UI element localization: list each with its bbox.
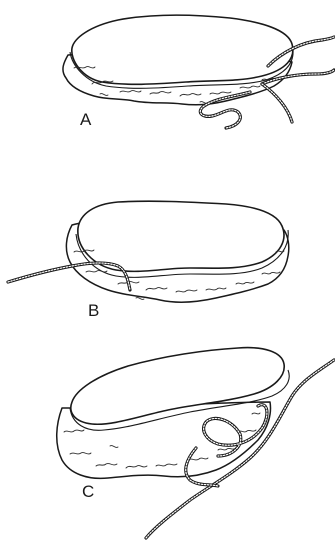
panel-a-label: A — [80, 110, 92, 129]
panel-c: C — [57, 348, 334, 538]
panel-b-graft-top — [78, 201, 284, 271]
panel-b: B — [8, 201, 289, 320]
panel-c-label: C — [82, 482, 94, 501]
panel-a-graft-top — [72, 15, 293, 84]
panel-b-label: B — [88, 301, 99, 320]
panel-a: A — [63, 15, 334, 129]
